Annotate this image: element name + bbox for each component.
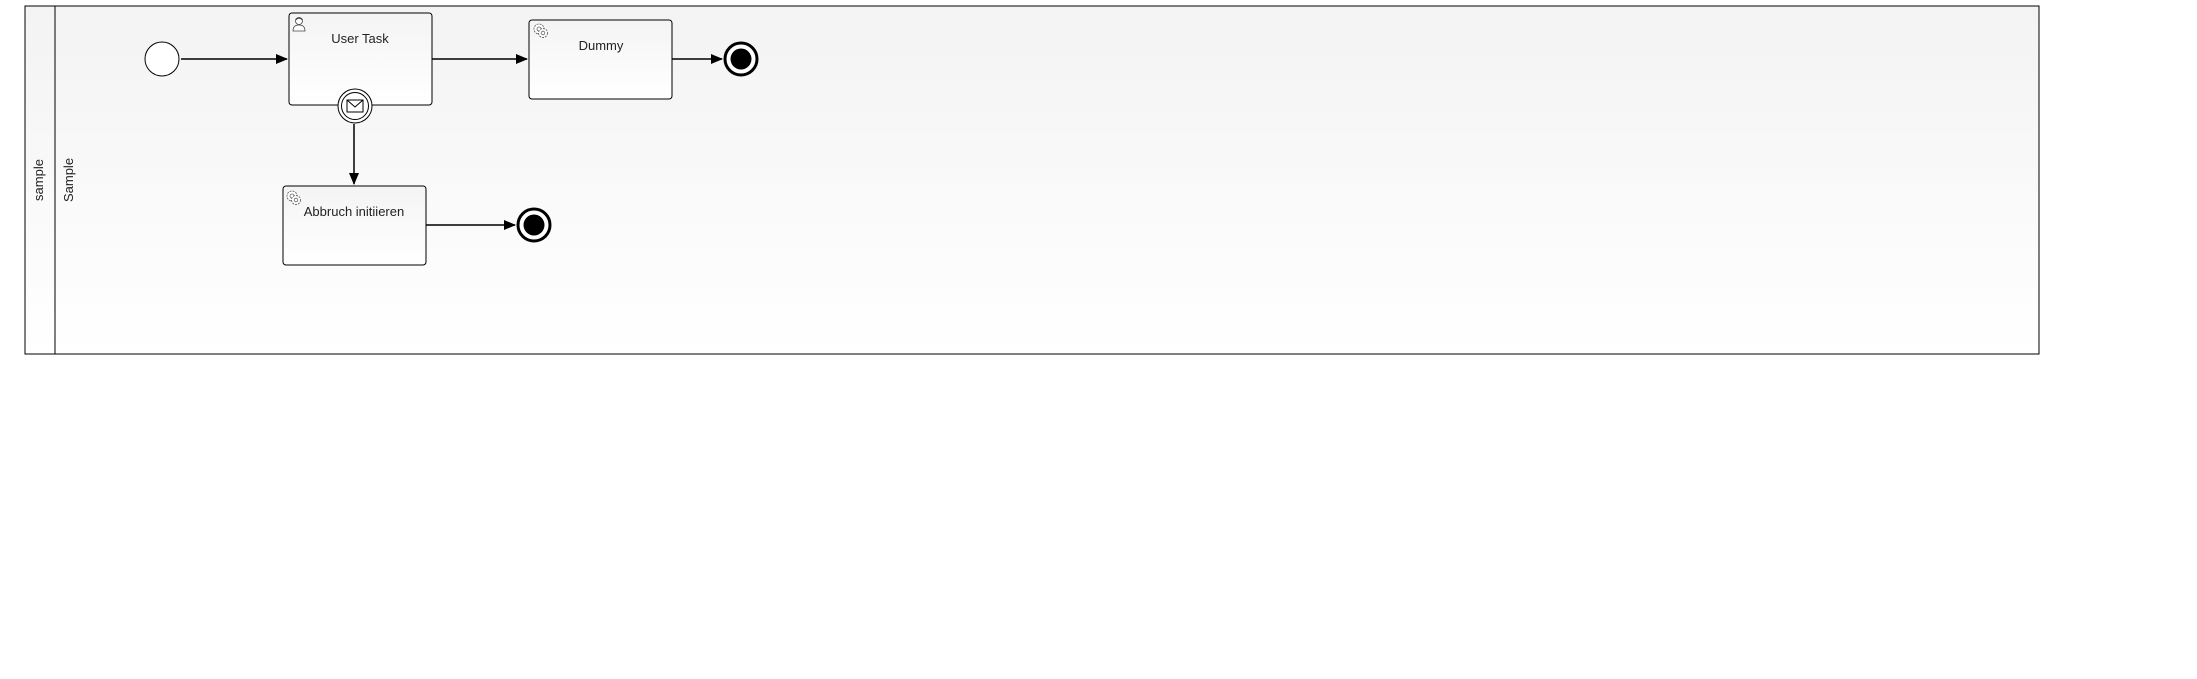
dummy-task[interactable]: Dummy <box>528 19 673 100</box>
message-boundary-event[interactable] <box>337 88 373 124</box>
end-event-1[interactable] <box>723 41 759 77</box>
end-event-2[interactable] <box>516 207 552 243</box>
dummy-task-label: Dummy <box>579 38 624 53</box>
user-icon <box>292 17 306 32</box>
start-event[interactable] <box>144 41 180 77</box>
gear-icon <box>286 190 301 205</box>
user-task-label: User Task <box>331 31 389 46</box>
envelope-icon <box>346 99 364 113</box>
abbruch-initiieren-task[interactable]: Abbruch initiieren <box>282 185 427 266</box>
gear-icon <box>533 23 548 38</box>
pool-label: sample <box>31 159 46 201</box>
abbruch-task-label: Abbruch initiieren <box>304 204 404 219</box>
user-task[interactable]: User Task <box>288 12 433 106</box>
lane-label: Sample <box>61 158 76 202</box>
sequence-flows <box>181 54 723 230</box>
